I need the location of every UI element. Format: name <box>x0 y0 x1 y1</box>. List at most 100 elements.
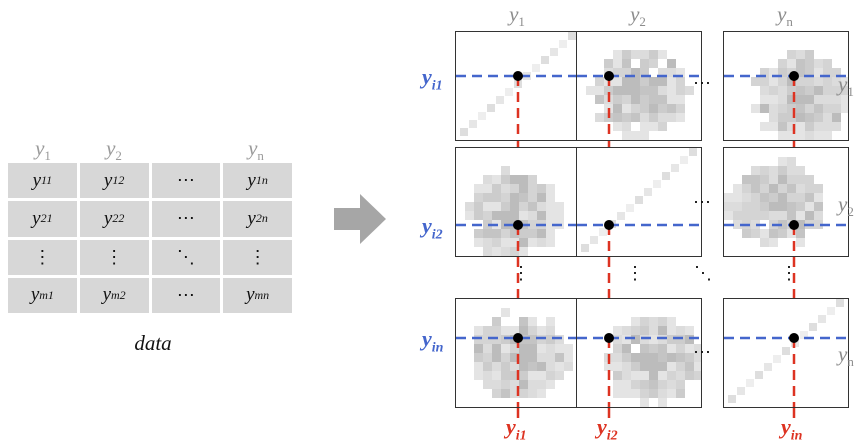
density-cell <box>528 317 537 326</box>
density-cell <box>501 202 510 211</box>
density-cell <box>474 229 483 238</box>
density-cell <box>555 353 564 362</box>
density-cell <box>622 326 631 335</box>
density-cell <box>604 86 613 95</box>
density-cell <box>528 380 537 389</box>
ellipsis-col1: ⋮ <box>512 263 530 283</box>
density-cell <box>667 86 676 95</box>
density-cell <box>595 113 604 122</box>
density-cell <box>778 184 787 193</box>
ellipsis-diag: ⋱ <box>694 263 712 283</box>
density-cell <box>537 326 546 335</box>
density-cell <box>613 389 622 398</box>
density-cell <box>528 229 537 238</box>
density-cell <box>685 371 694 380</box>
density-cell <box>769 229 778 238</box>
highlight-row-label-1: yi2 <box>422 213 443 243</box>
density-cell <box>483 380 492 389</box>
density-cell <box>649 122 658 131</box>
ellipsis-col3: ⋮ <box>780 263 798 283</box>
density-cell <box>501 193 510 202</box>
density-cell <box>814 202 823 211</box>
density-cell <box>841 104 848 113</box>
density-cell <box>832 68 841 77</box>
density-cell <box>595 86 604 95</box>
density-cell <box>751 184 760 193</box>
density-cell <box>796 202 805 211</box>
density-cell <box>622 86 631 95</box>
density-cell <box>483 193 492 202</box>
density-cell <box>528 389 537 398</box>
density-cell <box>805 175 814 184</box>
density-cell <box>685 353 694 362</box>
density-cell <box>537 344 546 353</box>
density-cell <box>751 104 760 113</box>
density-cell <box>676 344 685 353</box>
density-cell <box>805 193 814 202</box>
density-cell <box>483 353 492 362</box>
density-cell <box>805 113 814 122</box>
density-cell <box>658 104 667 113</box>
density-cell <box>528 344 537 353</box>
density-cell <box>613 335 622 344</box>
intersection-point <box>789 333 799 343</box>
density-cell <box>787 202 796 211</box>
density-cell <box>510 229 519 238</box>
diagonal-cell <box>800 331 808 339</box>
scatter-panel-r2-c0 <box>455 298 581 408</box>
density-cell <box>667 68 676 77</box>
density-cell <box>555 344 564 353</box>
density-cell <box>742 202 751 211</box>
density-cell <box>832 113 841 122</box>
density-cell <box>649 95 658 104</box>
density-cell <box>501 308 510 317</box>
density-cell <box>832 122 841 131</box>
table-cell: ⋯ <box>151 163 221 199</box>
density-cell <box>769 77 778 86</box>
density-cell <box>796 86 805 95</box>
diagonal-cell <box>487 104 495 112</box>
density-cell <box>631 131 640 140</box>
density-cell <box>796 175 805 184</box>
intersection-point <box>789 71 799 81</box>
density-cell <box>769 184 778 193</box>
density-cell <box>510 362 519 371</box>
density-cell <box>564 353 573 362</box>
density-cell <box>640 362 649 371</box>
density-cell <box>769 95 778 104</box>
density-cell <box>724 202 733 211</box>
density-cell <box>667 371 676 380</box>
density-cell <box>537 202 546 211</box>
density-cell <box>537 389 546 398</box>
density-cell <box>814 95 823 104</box>
density-cell <box>676 95 685 104</box>
diagonal-cell <box>644 188 652 196</box>
density-cell <box>760 229 769 238</box>
density-cell <box>546 353 555 362</box>
density-cell <box>474 353 483 362</box>
scatter-panel-r0-c1 <box>576 31 702 141</box>
density-cell <box>760 95 769 104</box>
density-cell <box>676 362 685 371</box>
density-cell <box>667 362 676 371</box>
density-cell <box>796 122 805 131</box>
density-cell <box>649 353 658 362</box>
density-cell <box>510 389 519 398</box>
density-cell <box>814 77 823 86</box>
density-cell <box>492 317 501 326</box>
density-cell <box>778 193 787 202</box>
density-cell <box>658 113 667 122</box>
density-cell <box>613 326 622 335</box>
density-cell <box>787 113 796 122</box>
density-cell <box>787 95 796 104</box>
density-cell <box>769 68 778 77</box>
density-cell <box>546 184 555 193</box>
density-cell <box>631 113 640 122</box>
density-cell <box>510 211 519 220</box>
density-cell <box>796 238 805 247</box>
density-cell <box>613 371 622 380</box>
density-cell <box>658 398 667 407</box>
density-cell <box>622 353 631 362</box>
density-cell <box>769 166 778 175</box>
table-caption: data <box>134 331 172 355</box>
